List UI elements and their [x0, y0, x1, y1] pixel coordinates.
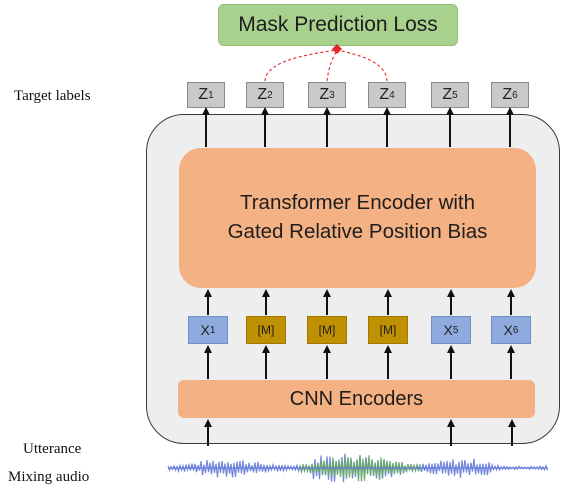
output-arrows — [202, 107, 514, 147]
loss-link-diamond — [332, 44, 342, 54]
mask-token-box: [M] — [368, 316, 408, 344]
mask-token-box: [M] — [307, 316, 347, 344]
mask-token-box: [M] — [246, 316, 286, 344]
audio-waveform — [167, 453, 549, 483]
cnn-encoders-block: CNN Encoders — [178, 380, 535, 418]
target-labels-caption: Target labels — [14, 88, 91, 104]
loss-links — [264, 49, 388, 82]
transformer-encoder-block: Transformer Encoder with Gated Relative … — [179, 148, 536, 288]
loss-link-z2 — [264, 49, 338, 82]
cnn-encoders-label: CNN Encoders — [289, 387, 424, 410]
token-arrows — [204, 289, 515, 315]
mixing-audio-caption: Mixing audio — [8, 469, 90, 485]
audio-arrows — [204, 419, 516, 446]
cnn-arrows — [204, 345, 515, 379]
mask-prediction-loss-label: Mask Prediction Loss — [238, 13, 438, 36]
transformer-label-line1: Transformer Encoder with — [239, 191, 476, 215]
loss-link-z3 — [326, 49, 338, 82]
utterance-caption: Utterance — [23, 441, 82, 457]
mask-prediction-loss-box: Mask Prediction Loss — [218, 4, 458, 46]
transformer-label-line2: Gated Relative Position Bias — [227, 220, 488, 243]
loss-link-z4 — [336, 49, 388, 82]
